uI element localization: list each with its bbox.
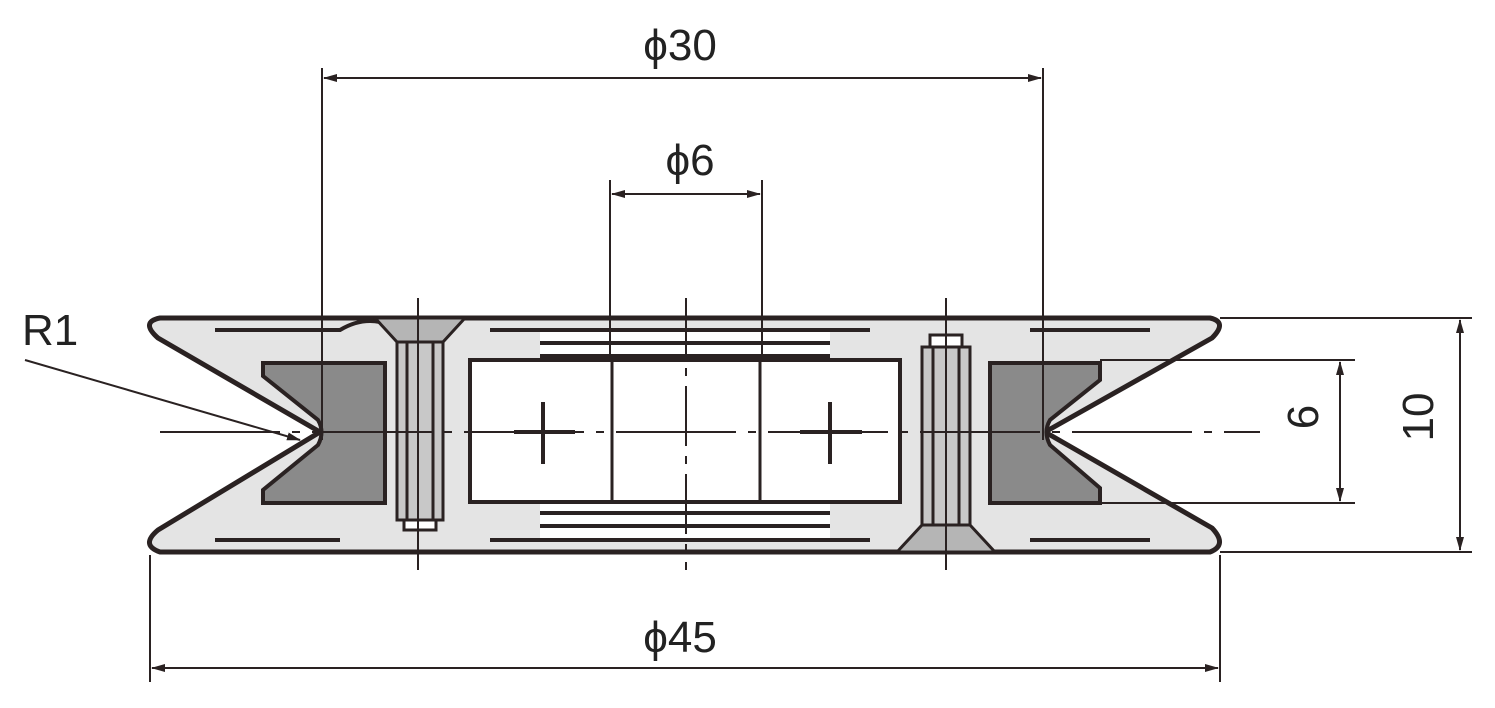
dim-total-width: 10 xyxy=(1394,393,1443,442)
dim-groove-width: 6 xyxy=(1279,405,1328,429)
right-insert xyxy=(988,361,1102,505)
dim-phi30: ϕ30 xyxy=(643,21,717,70)
center-lines xyxy=(160,298,1260,570)
dim-phi6: ϕ6 xyxy=(665,136,714,185)
dim-r1: R1 xyxy=(22,306,78,355)
dim-phi45: ϕ45 xyxy=(643,613,717,662)
dimension-lines xyxy=(24,68,1472,682)
